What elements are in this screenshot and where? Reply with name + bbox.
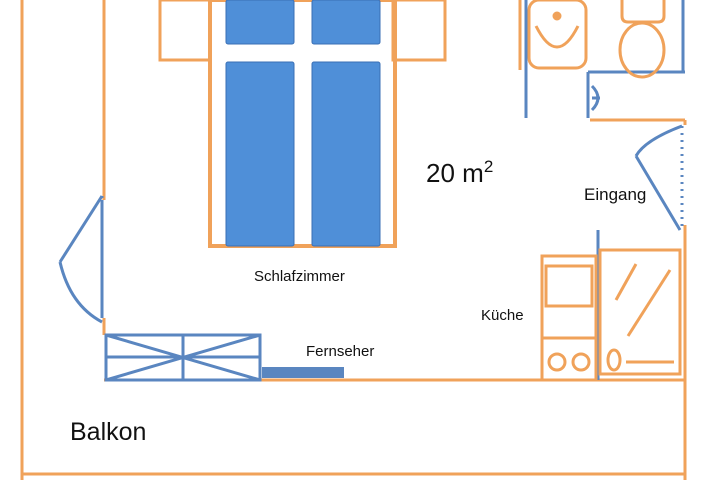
kitchen-counter [540,254,598,382]
stove-icon [540,254,598,382]
door-swing-icon [634,124,684,231]
kueche-label: Küche [481,307,524,324]
nightstand-right [391,0,447,62]
area-label: 20 m2 [426,157,493,188]
eingang-label: Eingang [584,185,646,204]
toilet-icon [618,0,666,79]
fernseher-label: Fernseher [306,343,374,360]
door-swing-icon [58,195,104,324]
schlafzimmer-label: Schlafzimmer [254,268,345,285]
mattress-right [311,61,381,247]
microwave [544,264,594,308]
shower-icon [598,248,682,376]
bed-frame [208,0,397,248]
balkon-label: Balkon [70,418,146,446]
wardrobe-icon [104,333,262,382]
pillow-right [311,0,381,45]
partitions [100,0,685,380]
shower-head-icon [590,84,600,112]
nightstand-left [158,0,212,62]
pillow-left [225,0,295,45]
bed-icon [158,0,447,248]
sink-icon [527,0,588,70]
mattress-left [225,61,295,247]
tv-stand [262,367,344,378]
